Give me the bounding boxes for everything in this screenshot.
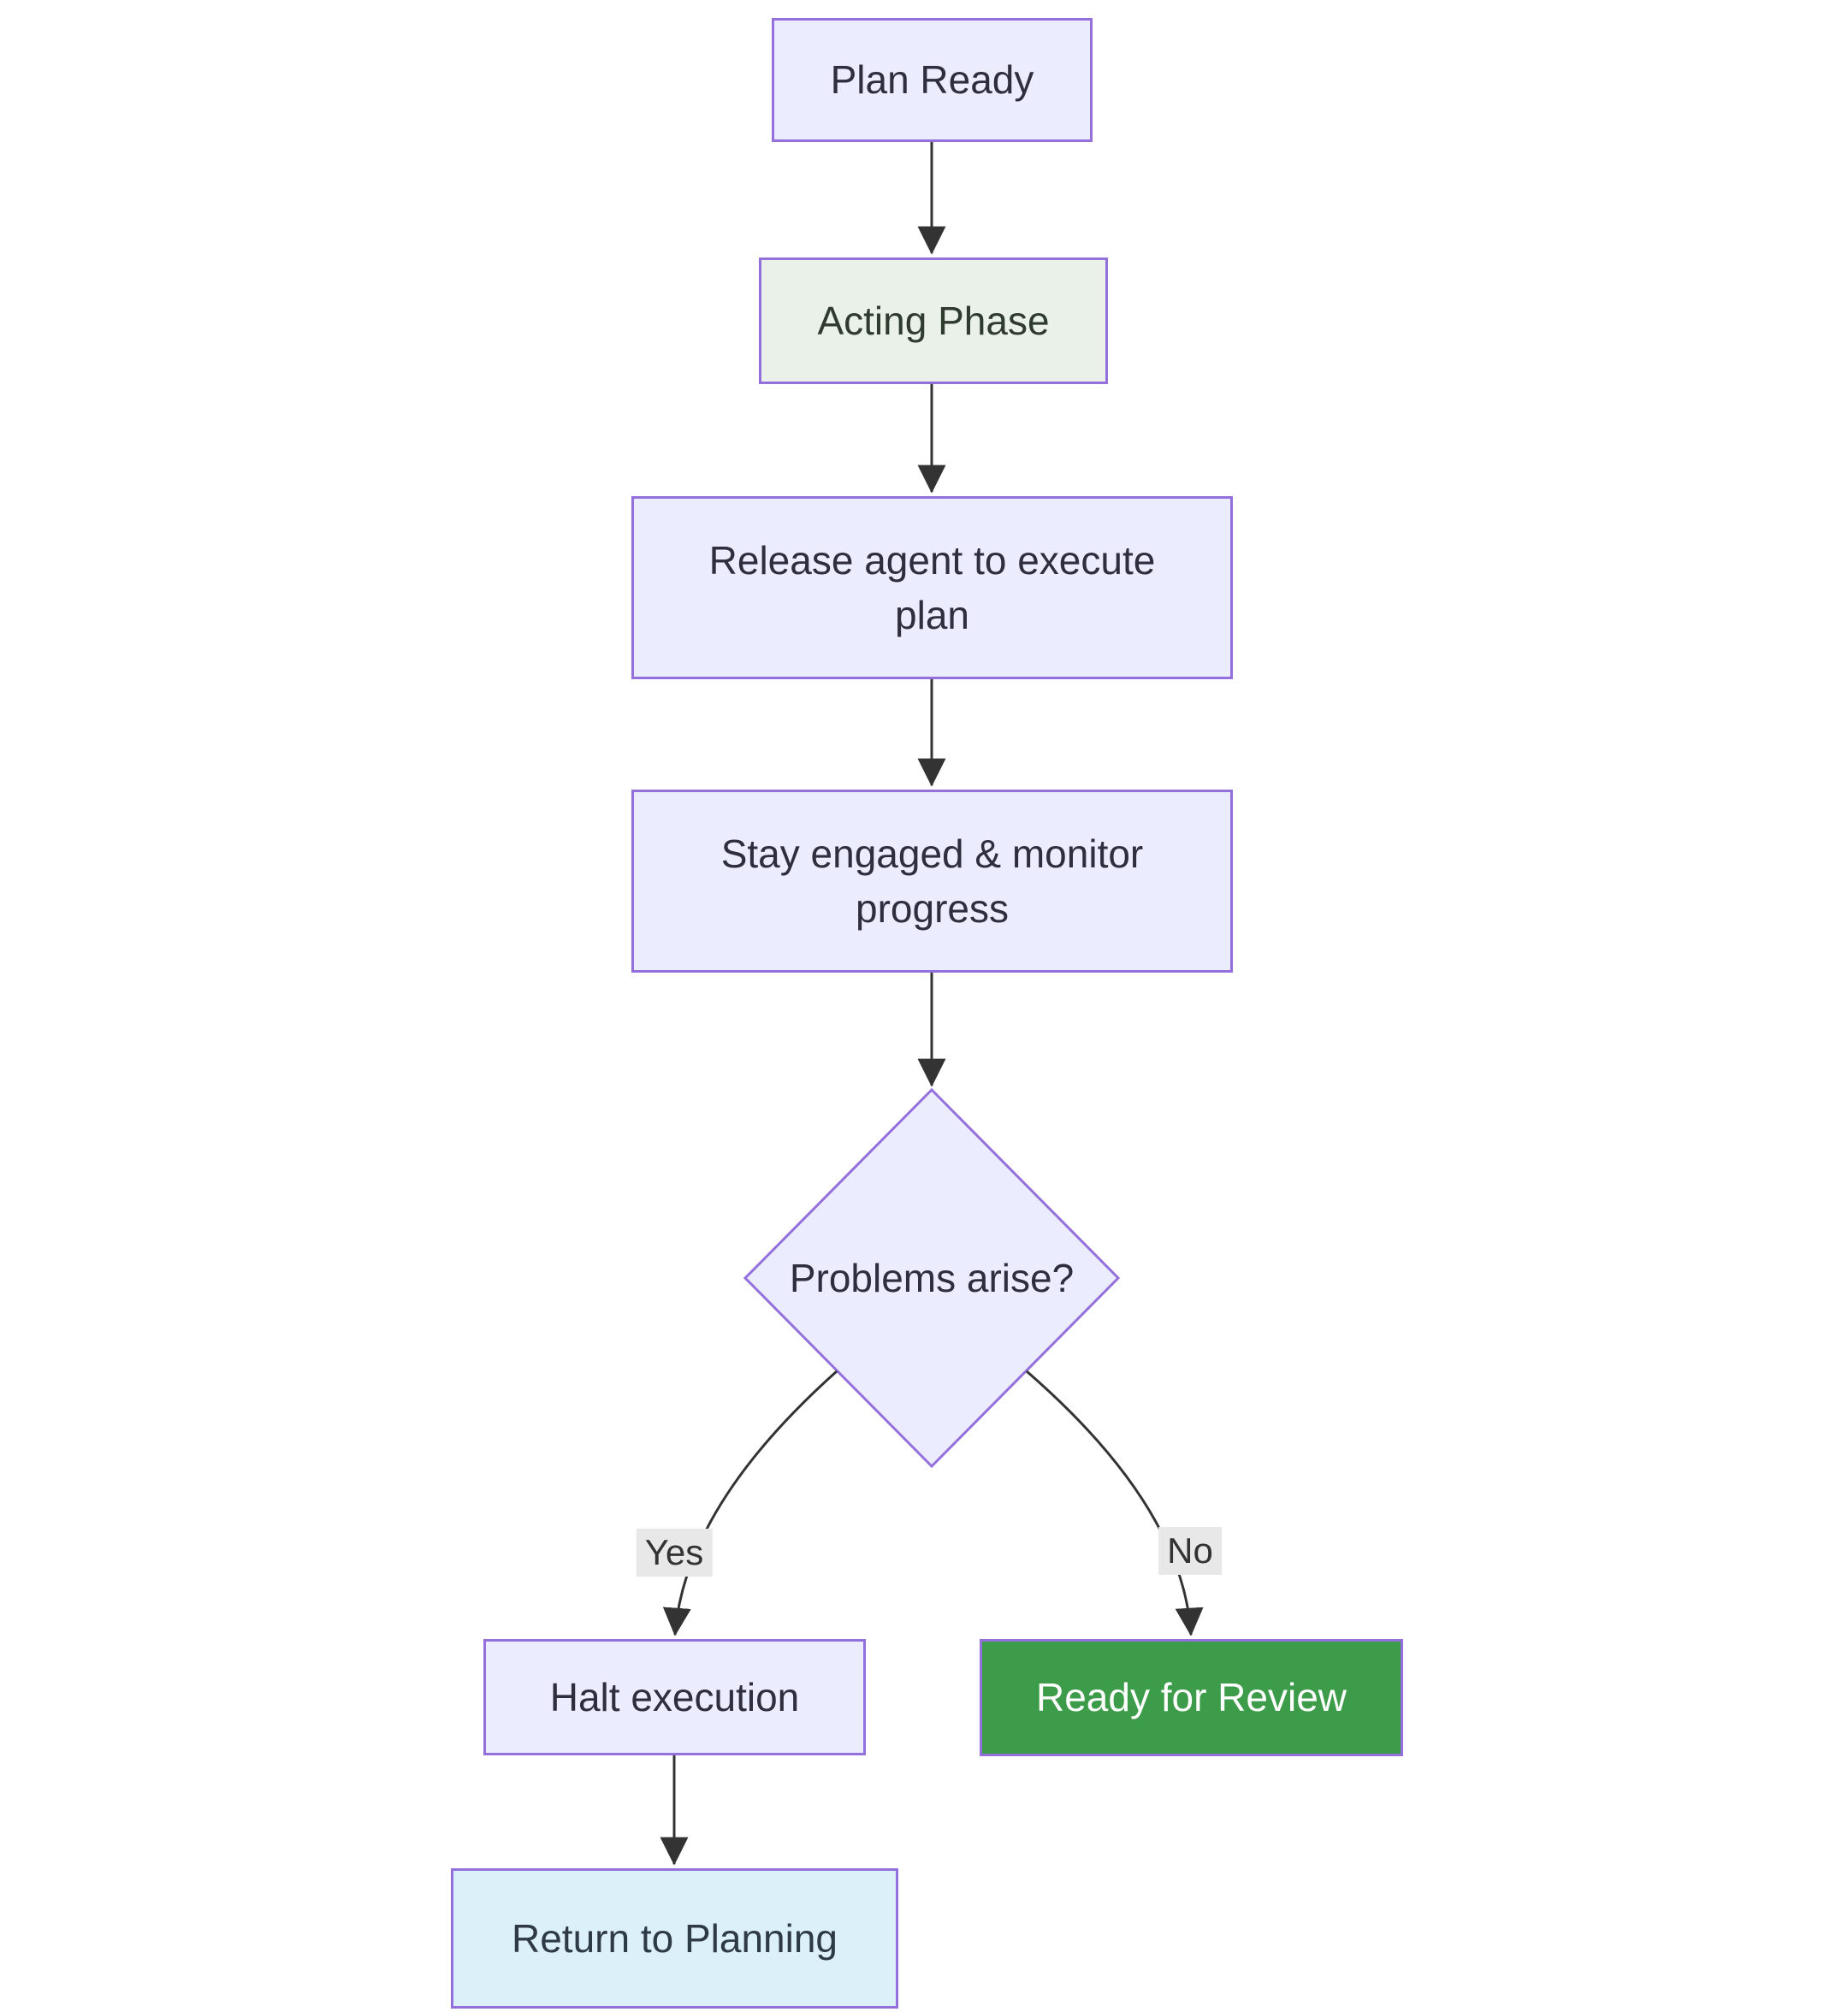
node-release-agent-label: Release agent to execute plan — [708, 537, 1156, 637]
node-release-agent: Release agent to execute plan — [631, 496, 1233, 679]
node-ready-for-review-label: Ready for Review — [1035, 1675, 1348, 1720]
edge-problems-no-to-review — [1026, 1370, 1204, 1636]
node-return-to-planning: Return to Planning — [451, 1868, 898, 2009]
node-stay-engaged-label: Stay engaged & monitor progress — [720, 831, 1144, 931]
node-plan-ready-label: Plan Ready — [830, 57, 1034, 103]
node-ready-for-review: Ready for Review — [980, 1639, 1403, 1756]
node-stay-engaged: Stay engaged & monitor progress — [631, 790, 1233, 973]
node-plan-ready: Plan Ready — [772, 18, 1093, 142]
edge-problems-yes-to-halt — [662, 1370, 838, 1636]
edge-label-no: No — [1158, 1527, 1222, 1575]
node-halt-execution-label: Halt execution — [549, 1674, 800, 1719]
node-halt-execution: Halt execution — [483, 1639, 866, 1755]
node-problems-label: Problems arise? — [789, 1256, 1075, 1300]
node-return-to-planning-label: Return to Planning — [511, 1915, 838, 1961]
node-acting-phase: Acting Phase — [759, 257, 1108, 384]
node-problems-diamond — [743, 1087, 1121, 1469]
node-acting-phase-label: Acting Phase — [817, 298, 1050, 343]
edge-label-yes: Yes — [636, 1529, 713, 1577]
